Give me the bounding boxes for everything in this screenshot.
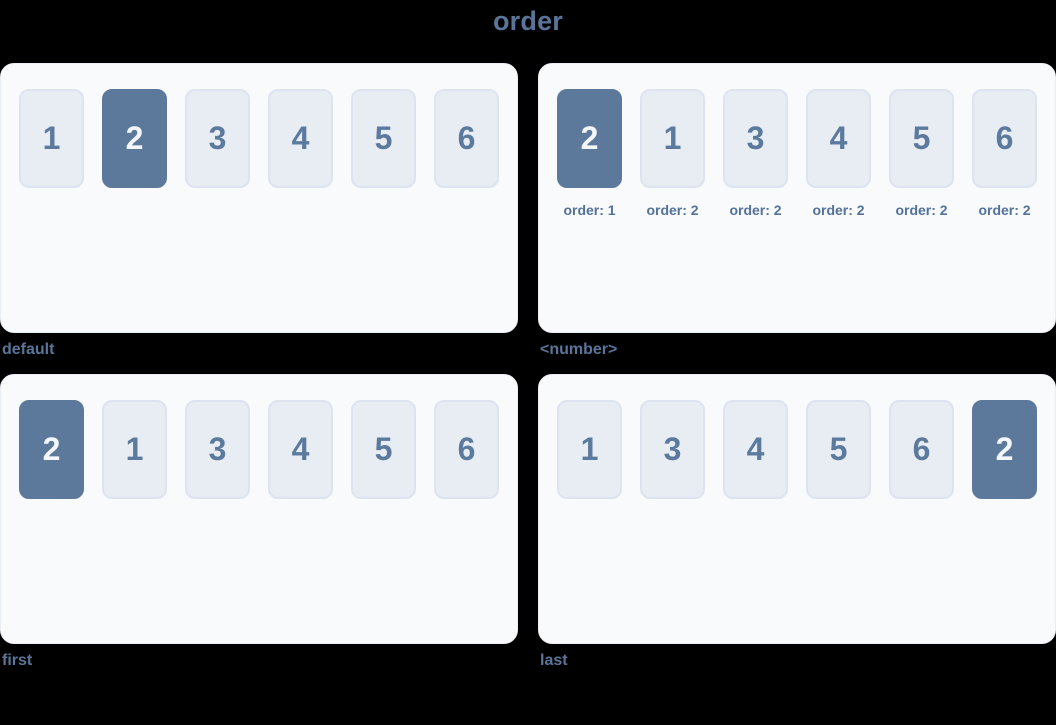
flex-item-box: 4: [723, 400, 788, 499]
flex-item-box: 4: [268, 400, 333, 499]
flex-item-box: 1: [19, 89, 84, 188]
flex-item: 6 order: 2: [972, 89, 1037, 218]
demo-cell-number: 2 order: 1 1 order: 2 3 order: 2 4 order: 2 5 ord…: [538, 63, 1056, 359]
page-title: order: [492, 6, 564, 36]
order-value-label: order: 1: [563, 202, 616, 218]
flex-item-box-highlighted: 2: [557, 89, 622, 188]
order-value-label: order: 2: [729, 202, 782, 218]
flex-item-box: 5: [351, 400, 416, 499]
order-value-label: order: 2: [646, 202, 699, 218]
flex-item: 3: [640, 400, 705, 499]
flex-item-box: 6: [889, 400, 954, 499]
flex-item: 2: [102, 89, 167, 188]
flex-item-box: 6: [434, 400, 499, 499]
flex-row: 2 order: 1 1 order: 2 3 order: 2 4 order: 2 5 ord…: [557, 89, 1037, 218]
flex-item: 5: [351, 89, 416, 188]
flex-item-box: 3: [640, 400, 705, 499]
flex-item-box-highlighted: 2: [972, 400, 1037, 499]
flex-item: 1: [102, 400, 167, 499]
flex-item-box: 6: [434, 89, 499, 188]
panel-caption: last: [540, 652, 568, 669]
flex-item-box: 5: [889, 89, 954, 188]
flex-item-box: 6: [972, 89, 1037, 188]
flex-item-box: 1: [640, 89, 705, 188]
order-value-label: order: 2: [978, 202, 1031, 218]
flex-item-box-highlighted: 2: [19, 400, 84, 499]
flex-item: 5 order: 2: [889, 89, 954, 218]
flex-item: 5: [806, 400, 871, 499]
flex-item: 6: [889, 400, 954, 499]
flex-item: 4: [268, 400, 333, 499]
panel-caption: default: [2, 341, 55, 358]
flex-item: 4: [268, 89, 333, 188]
flex-item: 3: [185, 89, 250, 188]
order-value-label: order: 2: [895, 202, 948, 218]
flex-item: 4: [723, 400, 788, 499]
flex-item: 1 order: 2: [640, 89, 705, 218]
flex-item-box: 1: [102, 400, 167, 499]
flex-item: 1: [19, 89, 84, 188]
flex-item-box: 5: [806, 400, 871, 499]
flex-item: 2: [19, 400, 84, 499]
flex-item-box: 3: [185, 400, 250, 499]
flex-item-box: 4: [806, 89, 871, 188]
panel-number: 2 order: 1 1 order: 2 3 order: 2 4 order: 2 5 ord…: [538, 63, 1056, 333]
flex-item: 3: [185, 400, 250, 499]
flex-item: 2 order: 1: [557, 89, 622, 218]
flex-item-box: 3: [185, 89, 250, 188]
flex-item-box: 3: [723, 89, 788, 188]
flex-item: 6: [434, 400, 499, 499]
flex-item: 6: [434, 89, 499, 188]
flex-item: 3 order: 2: [723, 89, 788, 218]
order-value-label: order: 2: [812, 202, 865, 218]
flex-item: 1: [557, 400, 622, 499]
panel-caption: <number>: [540, 341, 618, 358]
flex-item-box-highlighted: 2: [102, 89, 167, 188]
flex-item: 5: [351, 400, 416, 499]
flex-item: 2: [972, 400, 1037, 499]
flex-item: 4 order: 2: [806, 89, 871, 218]
flex-item-box: 4: [268, 89, 333, 188]
flex-item-box: 5: [351, 89, 416, 188]
flex-item-box: 1: [557, 400, 622, 499]
panel-caption: first: [2, 652, 33, 669]
